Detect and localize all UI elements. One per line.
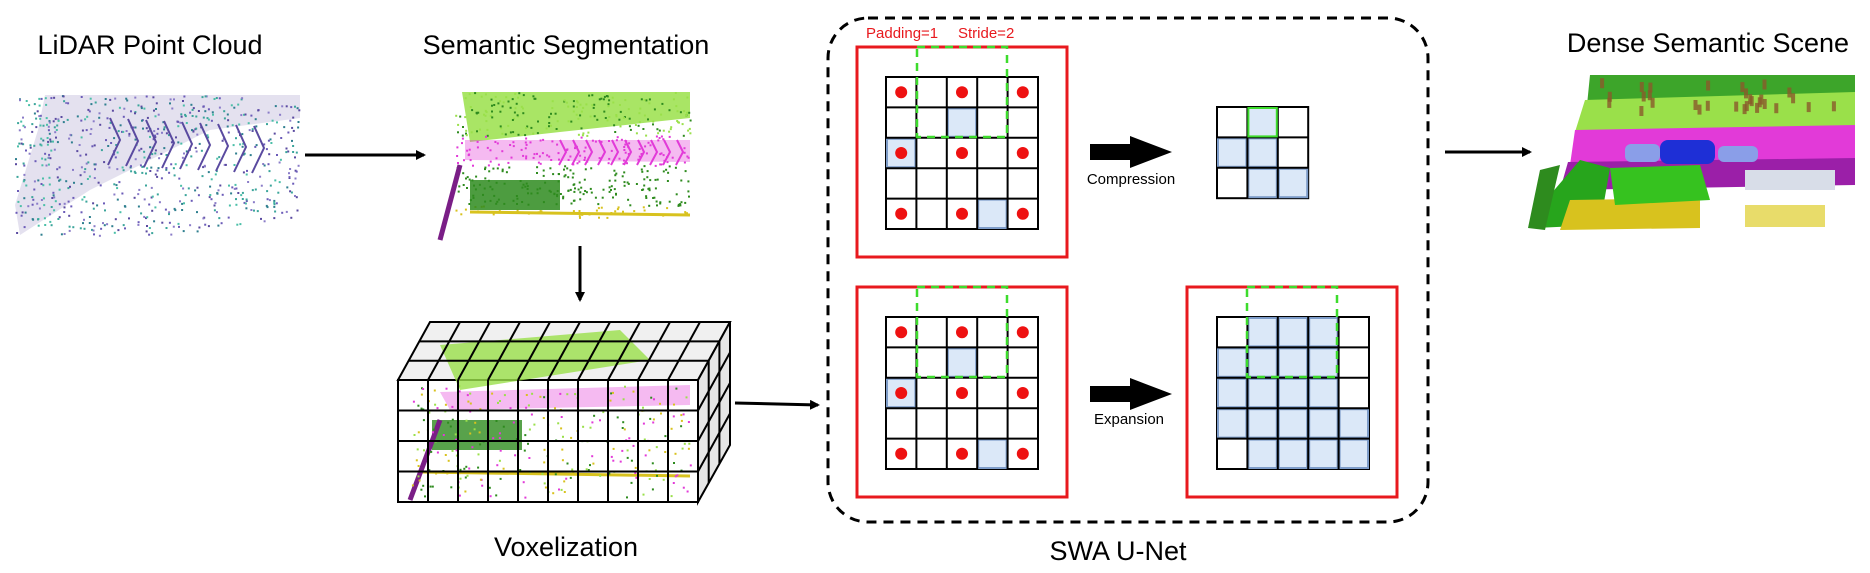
expansion-arrow (1090, 378, 1172, 410)
swa-unet-title: SWA U-Net (1049, 536, 1187, 566)
stride-label: Stride=2 (958, 25, 1014, 42)
input-grid-bottom (885, 285, 1039, 470)
arrow-voxel-to-swa (734, 399, 820, 410)
sample-dot (1016, 147, 1029, 159)
voxelization-title: Voxelization (494, 532, 638, 562)
lidar-title: LiDAR Point Cloud (37, 30, 262, 60)
sample-dot (895, 326, 908, 339)
semantic-title: Semantic Segmentation (423, 30, 710, 60)
sample-dot (895, 147, 908, 159)
sample-dot (956, 447, 968, 460)
input-grid-top (885, 45, 1039, 230)
expanded-grid (1216, 285, 1370, 470)
compression-arrow (1090, 136, 1172, 168)
sample-dot (956, 207, 968, 220)
sample-dot (1016, 326, 1029, 339)
sample-dot (956, 147, 968, 159)
semantic-segmentation-image (437, 92, 692, 241)
sample-dot (1016, 207, 1029, 220)
sample-dot (956, 387, 968, 399)
lidar-point-cloud-image (15, 95, 301, 237)
sample-dot (1016, 86, 1029, 99)
sample-dot (895, 207, 908, 220)
sliding-window (915, 285, 1009, 379)
sample-dot (895, 387, 908, 399)
sample-dot (1016, 387, 1029, 399)
padding-label: Padding=1 (866, 25, 938, 42)
sample-dot (956, 326, 968, 339)
dense-semantic-scene-image (1528, 75, 1855, 230)
sample-dot (956, 86, 968, 99)
expansion-label: Expansion (1094, 411, 1164, 428)
sliding-window (1245, 285, 1339, 379)
sample-dot (895, 447, 908, 460)
sample-dot (1016, 447, 1029, 460)
sliding-window (915, 45, 1009, 139)
sample-dot (895, 86, 908, 99)
dense-scene-title: Dense Semantic Scene (1567, 28, 1849, 58)
compression-label: Compression (1087, 171, 1175, 188)
compressed-grid (1216, 106, 1310, 200)
swa-unet-frame (826, 16, 1430, 524)
voxel-grid (396, 321, 732, 506)
